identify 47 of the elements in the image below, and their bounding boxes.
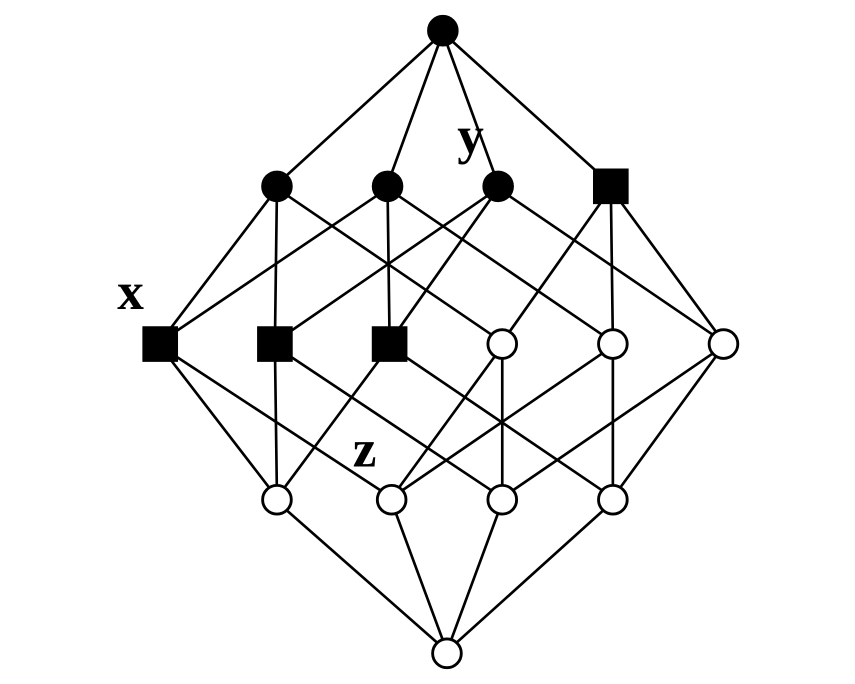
- node-circle: [427, 14, 459, 46]
- connector: [176, 356, 382, 492]
- connector: [398, 198, 492, 328]
- connector: [386, 200, 391, 328]
- connector: [291, 356, 492, 492]
- connector: [176, 194, 378, 332]
- connector: [286, 510, 438, 644]
- connector: [283, 360, 380, 488]
- node-label: y: [457, 106, 484, 166]
- node-circle: [261, 484, 293, 516]
- node-square: [593, 168, 629, 204]
- connector: [450, 513, 500, 640]
- connector: [398, 356, 496, 488]
- connector: [274, 360, 278, 486]
- connector: [512, 352, 713, 492]
- node-circle: [431, 638, 463, 670]
- connector: [274, 200, 278, 328]
- node-circle: [486, 328, 518, 360]
- node-circle: [708, 328, 740, 360]
- connector: [398, 194, 602, 336]
- node-circle: [597, 484, 629, 516]
- connector: [456, 510, 604, 644]
- node-circle: [376, 484, 408, 516]
- connector: [394, 513, 444, 640]
- node-square: [257, 326, 293, 362]
- connector: [610, 203, 614, 330]
- node-circle: [486, 484, 518, 516]
- node-circle: [261, 170, 293, 202]
- connector: [446, 44, 495, 172]
- connector: [390, 44, 440, 172]
- node-circle: [597, 328, 629, 360]
- node-label: z: [352, 420, 376, 479]
- connector: [620, 356, 717, 488]
- connector: [508, 194, 713, 336]
- node-circle: [482, 170, 514, 202]
- connector: [620, 202, 717, 332]
- node-circle: [372, 170, 404, 202]
- connector: [500, 358, 504, 485]
- node-label: x: [117, 262, 144, 321]
- connector: [170, 198, 270, 328]
- node-square: [372, 326, 408, 362]
- connector: [612, 358, 614, 485]
- connector: [509, 202, 602, 332]
- node-square: [142, 326, 178, 362]
- connector: [286, 40, 434, 176]
- connector: [170, 360, 270, 488]
- connector: [452, 40, 596, 171]
